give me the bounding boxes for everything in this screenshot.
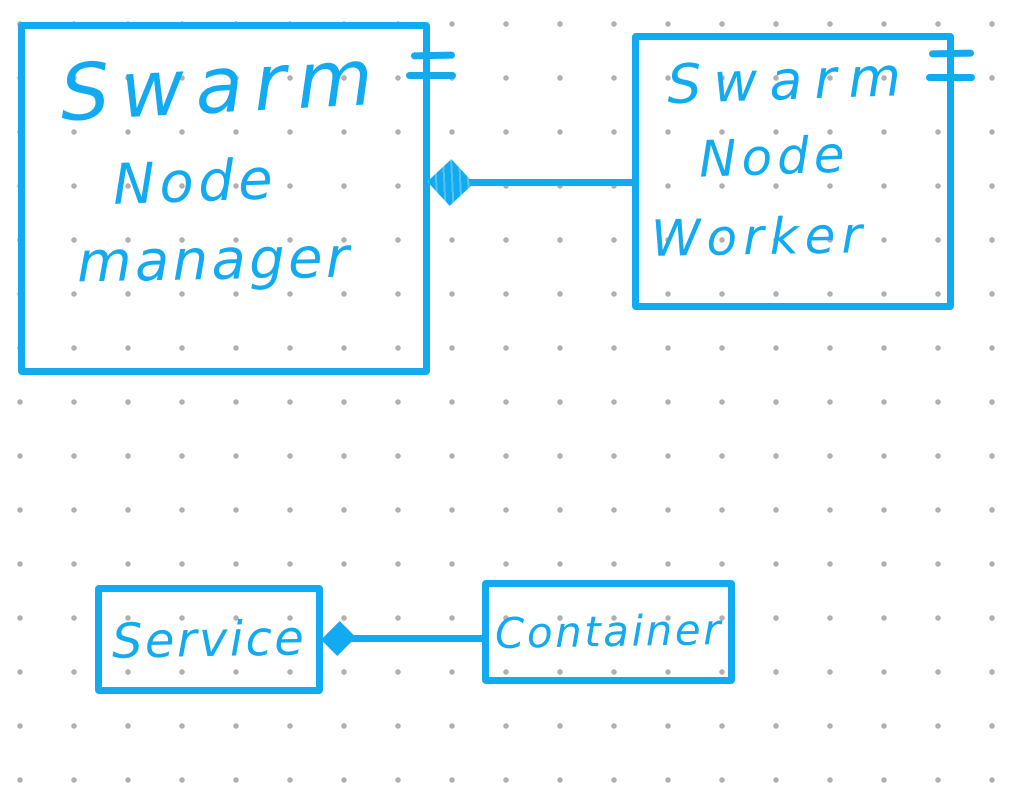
node-label: Swarm <box>665 44 914 117</box>
tick-mark <box>926 74 975 81</box>
tick-mark <box>410 51 456 60</box>
node-service[interactable]: Service <box>95 585 323 694</box>
edge-line <box>343 635 487 642</box>
double-tick-icon <box>406 51 456 80</box>
node-label: Service <box>111 609 307 670</box>
node-container[interactable]: Container <box>482 580 735 684</box>
tick-mark <box>406 72 456 79</box>
aggregation-diamond-icon <box>321 621 356 656</box>
node-label: Worker <box>650 206 869 268</box>
tick-mark <box>928 49 975 58</box>
node-swarm-node-manager[interactable]: Swarm Node manager <box>18 22 430 375</box>
node-swarm-node-worker[interactable]: Swarm Node Worker <box>632 33 954 310</box>
node-label: Swarm <box>57 32 386 140</box>
aggregation-diamond-icon <box>427 159 474 206</box>
node-label: Node <box>698 125 851 189</box>
node-label: Node <box>111 147 279 218</box>
edge-line <box>458 179 638 186</box>
node-label: manager <box>76 225 353 296</box>
double-tick-icon <box>926 49 976 81</box>
node-label: Container <box>494 605 723 658</box>
